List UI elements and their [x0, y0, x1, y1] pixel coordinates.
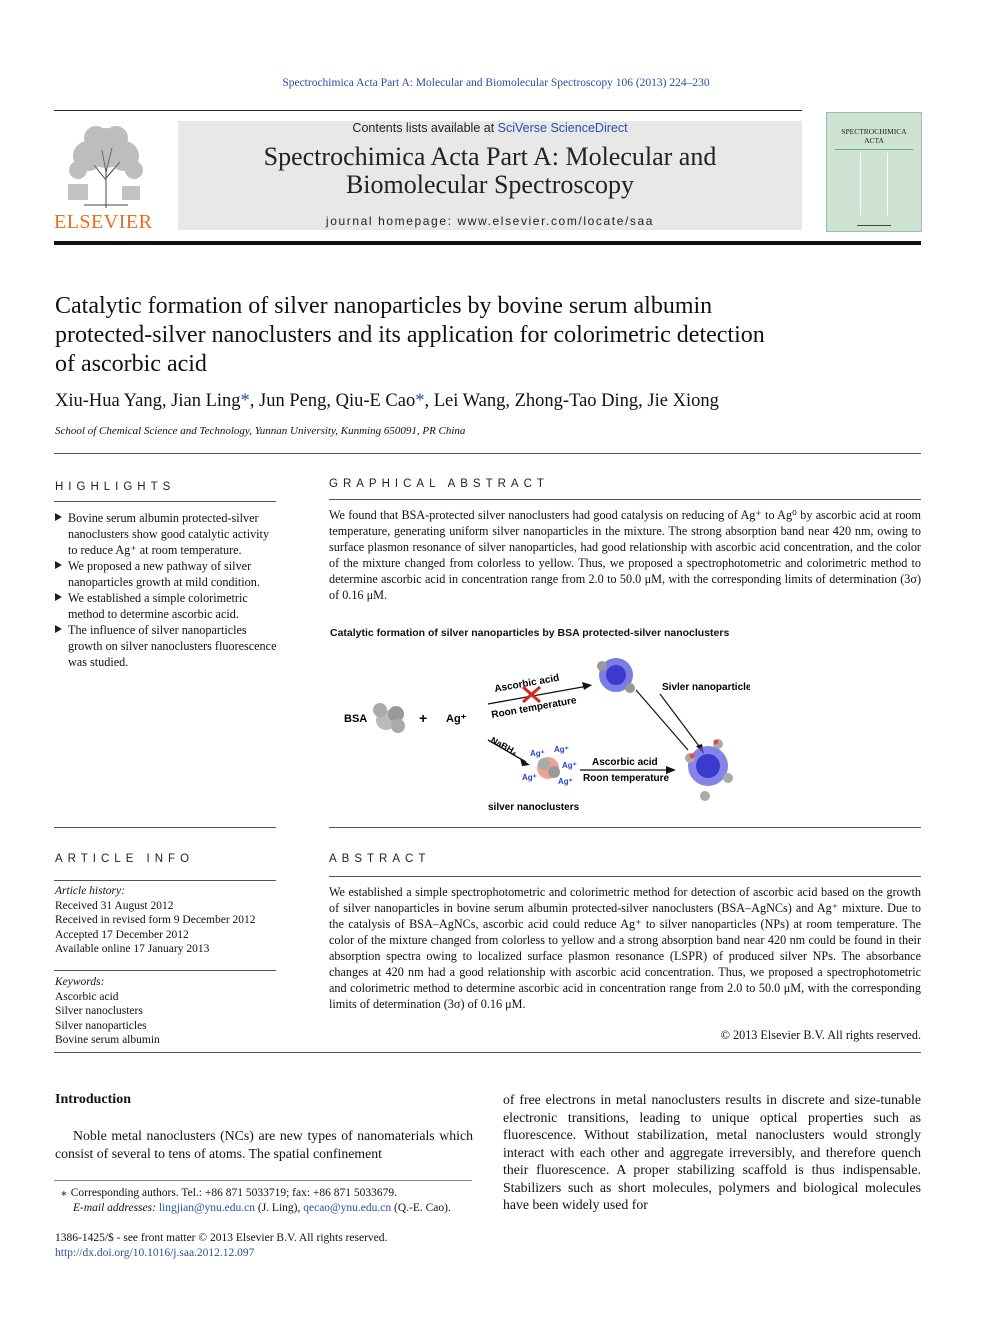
- footnote-corresponding: ⁎Corresponding authors. Tel.: +86 871 50…: [61, 1187, 451, 1214]
- section-rule: [54, 1052, 921, 1053]
- header-bottom-rule: [54, 241, 921, 245]
- keywords: Keywords: Ascorbic acid Silver nanoclust…: [55, 976, 160, 1046]
- journal-cover-image[interactable]: SPECTROCHIMICA ACTA: [826, 112, 922, 232]
- ag-label: Ag⁺: [446, 713, 467, 725]
- article-history: Article history: Received 31 August 2012…: [55, 885, 256, 955]
- elsevier-wordmark: ELSEVIER: [54, 211, 153, 233]
- plus-sign: +: [419, 710, 427, 726]
- ag-ion-label: Ag⁺: [554, 745, 569, 754]
- silver-nanoparticle-icon: [597, 658, 635, 693]
- silver-nanoparticles-label: Sivler nanoparticles: [662, 682, 750, 693]
- highlights-heading: HIGHLIGHTS: [55, 481, 176, 493]
- journal-header-box: [178, 121, 802, 230]
- footnote-rule: [54, 1180, 472, 1181]
- journal-reference[interactable]: Spectrochimica Acta Part A: Molecular an…: [282, 77, 710, 89]
- bullet-triangle-icon: [55, 625, 62, 633]
- email-link-ling[interactable]: lingjian@ynu.edu.cn: [158, 1201, 255, 1214]
- journal-title: Spectrochimica Acta Part A: Molecular an…: [263, 142, 717, 199]
- issn-doi: 1386-1425/$ - see front matter © 2013 El…: [55, 1232, 388, 1259]
- contents-line: Contents lists available at SciVerse Sci…: [352, 121, 628, 135]
- corresponding-author-marker[interactable]: *: [240, 391, 250, 411]
- affiliation: School of Chemical Science and Technolog…: [55, 425, 466, 437]
- figure-caption: Catalytic formation of silver nanopartic…: [330, 627, 729, 639]
- nabh4-label: NaBH₄: [489, 735, 519, 757]
- article-info-heading: ARTICLE INFO: [55, 853, 195, 865]
- introduction-heading: Introduction: [55, 1092, 131, 1107]
- section-rule: [54, 827, 276, 828]
- bsa-label: BSA: [344, 713, 367, 725]
- graphical-abstract-rule: [329, 499, 921, 500]
- corresponding-author-marker[interactable]: *: [415, 391, 425, 411]
- list-item: We established a simple colorimetric met…: [55, 590, 277, 622]
- graphical-abstract-figure[interactable]: Catalytic formation of silver nanopartic…: [330, 622, 757, 822]
- graphical-abstract-text: We found that BSA-protected silver nanoc…: [329, 508, 921, 602]
- article-title: Catalytic formation of silver nanopartic…: [55, 293, 765, 377]
- list-item: We proposed a new pathway of silver nano…: [55, 558, 277, 590]
- bullet-triangle-icon: [55, 513, 62, 521]
- graphical-abstract-heading: GRAPHICAL ABSTRACT: [329, 478, 549, 490]
- introduction-right-text: of free electrons in metal nanoclusters …: [503, 1092, 921, 1212]
- sciencedirect-link[interactable]: SciVerse ScienceDirect: [497, 121, 628, 135]
- ag-ion-label: Ag⁺: [558, 777, 573, 786]
- introduction-left-text: Noble metal nanoclusters (NCs) are new t…: [55, 1128, 473, 1161]
- abstract-copyright: © 2013 Elsevier B.V. All rights reserved…: [720, 1028, 921, 1042]
- section-rule: [54, 453, 921, 454]
- ag-ion-label: Ag⁺: [530, 749, 545, 758]
- section-rule: [329, 827, 921, 828]
- abstract-heading: ABSTRACT: [329, 853, 431, 865]
- blocked-cross-icon: [522, 685, 541, 704]
- bullet-triangle-icon: [55, 561, 62, 569]
- elsevier-tree-logo: [54, 120, 158, 210]
- header-top-rule: [54, 110, 802, 111]
- doi-link[interactable]: http://dx.doi.org/10.1016/j.saa.2012.12.…: [55, 1246, 255, 1259]
- ag-ion-label: Ag⁺: [562, 761, 577, 770]
- highlights-list: Bovine serum albumin protected-silver na…: [55, 510, 277, 670]
- article-info-rule: [54, 880, 276, 881]
- abstract-text: We established a simple spectrophotometr…: [329, 885, 921, 1011]
- abstract-rule: [329, 876, 921, 877]
- roon-temperature-label: Roon temperature: [491, 695, 578, 721]
- room-temperature-bottom-label: Roon temperature: [583, 773, 670, 784]
- highlights-rule: [54, 501, 276, 502]
- silver-nanoparticle-large-icon: [685, 739, 733, 801]
- list-item: Bovine serum albumin protected-silver na…: [55, 510, 277, 558]
- author-list: Xiu-Hua Yang, Jian Ling*, Jun Peng, Qiu-…: [55, 391, 719, 411]
- journal-homepage[interactable]: journal homepage: www.elsevier.com/locat…: [325, 214, 655, 228]
- bullet-triangle-icon: [55, 593, 62, 601]
- ascorbic-acid-bottom-label: Ascorbic acid: [592, 757, 658, 768]
- silver-nanoclusters-label: silver nanoclusters: [488, 802, 580, 813]
- ag-ion-label: Ag⁺: [522, 773, 537, 782]
- keywords-rule: [54, 970, 276, 971]
- list-item: The influence of silver nanoparticles gr…: [55, 622, 277, 670]
- silver-nanocluster-icon: [537, 757, 560, 779]
- email-link-cao[interactable]: qecao@ynu.edu.cn: [303, 1201, 392, 1214]
- bsa-protein-icon: [373, 703, 405, 733]
